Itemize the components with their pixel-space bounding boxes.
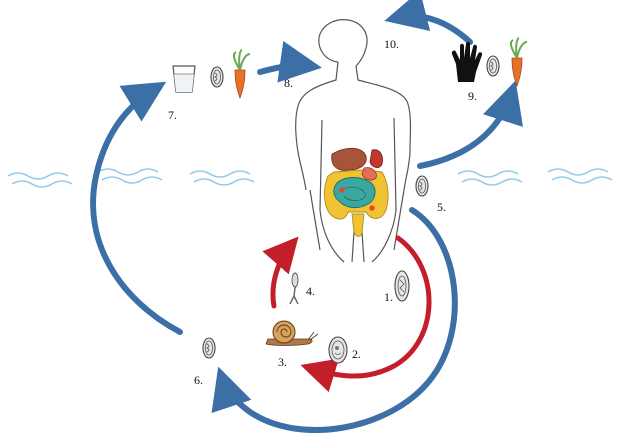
carrot-icon: [511, 38, 527, 86]
egg-icon: [203, 338, 215, 358]
label-stage-1: 1.: [384, 290, 393, 304]
arrow-10-to-body: [396, 16, 470, 42]
arrow-8-to-mouth: [260, 65, 310, 72]
red-cycle-arrows: [273, 238, 429, 376]
stage-labels: 1. 2. 3. 4. 5. 6. 7. 8. 9. 10.: [168, 37, 477, 387]
label-stage-6: 6.: [194, 373, 203, 387]
blue-transmission-arrows: [93, 16, 512, 430]
miracidium-egg-icon: [329, 337, 347, 363]
label-stage-8: 8.: [284, 76, 293, 90]
spleen: [370, 150, 383, 168]
arrow-1-to-3: [310, 238, 429, 376]
larva-icon: [290, 273, 298, 304]
carrot-icon: [234, 50, 250, 98]
egg-icon-large: [395, 271, 409, 301]
liver: [332, 148, 367, 170]
label-stage-2: 2.: [352, 347, 361, 361]
arrow-4-up: [273, 244, 292, 306]
arrow-6-to-7: [93, 88, 180, 332]
egg-icon: [416, 176, 428, 196]
arrow-5-to-6: [222, 210, 455, 430]
hand-icon: [452, 42, 482, 82]
label-stage-7: 7.: [168, 108, 177, 122]
egg-icon: [211, 67, 223, 87]
label-stage-5: 5.: [437, 200, 446, 214]
label-stage-4: 4.: [306, 284, 315, 298]
label-stage-10: 10.: [384, 37, 399, 51]
arrow-body-to-9: [420, 92, 512, 166]
egg-icon: [487, 56, 499, 76]
label-stage-3: 3.: [278, 355, 287, 369]
digestive-organs: [324, 148, 388, 236]
water-glass-icon: [173, 66, 195, 92]
snail-icon: [266, 321, 318, 346]
label-stage-9: 9.: [468, 89, 477, 103]
